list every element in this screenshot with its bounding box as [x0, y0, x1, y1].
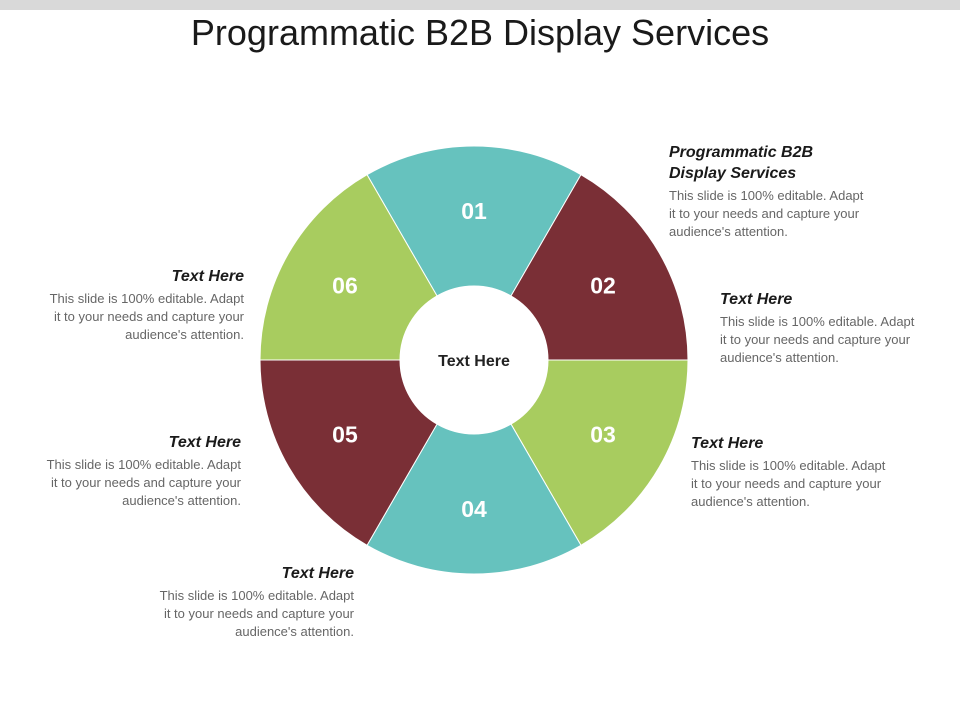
- segment-03: [510, 359, 689, 547]
- callout-01-body-line2: it to your needs and capture your: [669, 206, 860, 221]
- segment-number-03: 03: [590, 422, 616, 448]
- callout-04-body-line2: it to your needs and capture your: [163, 606, 354, 621]
- callout-02-body: This slide is 100% editable. Adapt it to…: [720, 313, 960, 367]
- callout-02-body-line3: audience's attention.: [720, 350, 839, 365]
- callout-05-heading: Text Here: [168, 434, 241, 451]
- page-title: Programmatic B2B Display Services: [190, 12, 770, 53]
- segment-02: [510, 173, 689, 361]
- segment-number-01: 01: [461, 198, 487, 224]
- callout-01-heading: Programmatic B2B Display Services: [669, 142, 919, 184]
- callout-01: Programmatic B2B Display Services This s…: [669, 142, 919, 241]
- callout-05: Text Here This slide is 100% editable. A…: [0, 432, 241, 510]
- callout-02-body-line1: This slide is 100% editable. Adapt: [720, 314, 915, 329]
- segment-number-06: 06: [332, 273, 358, 299]
- segment-number-02: 02: [590, 273, 616, 299]
- segment-05: [259, 359, 438, 547]
- callout-03-body: This slide is 100% editable. Adapt it to…: [691, 457, 941, 511]
- center-hub: [400, 286, 548, 434]
- segment-number-05: 05: [332, 422, 358, 448]
- segment-04: [366, 423, 582, 575]
- segment-01: [366, 145, 582, 297]
- callout-02-body-line2: it to your needs and capture your: [720, 332, 911, 347]
- callout-03: Text Here This slide is 100% editable. A…: [691, 433, 941, 511]
- segment-06: [259, 173, 438, 361]
- callout-01-heading-line1: Programmatic B2B: [669, 144, 814, 161]
- callout-04: Text Here This slide is 100% editable. A…: [104, 563, 354, 641]
- center-label: Text Here: [438, 353, 510, 370]
- callout-04-heading: Text Here: [281, 565, 354, 582]
- callout-02: Text Here This slide is 100% editable. A…: [720, 289, 960, 367]
- callout-03-body-line2: it to your needs and capture your: [691, 476, 882, 491]
- callout-04-body: This slide is 100% editable. Adapt it to…: [104, 587, 354, 641]
- title-bar-strip: [0, 0, 960, 10]
- callout-01-body-line1: This slide is 100% editable. Adapt: [669, 188, 864, 203]
- callout-05-body-line1: This slide is 100% editable. Adapt: [46, 457, 241, 472]
- callout-06-body: This slide is 100% editable. Adapt it to…: [0, 290, 244, 344]
- callout-05-body-line2: it to your needs and capture your: [50, 475, 241, 490]
- callout-03-body-line3: audience's attention.: [691, 494, 810, 509]
- callout-05-body: This slide is 100% editable. Adapt it to…: [0, 456, 241, 510]
- callout-01-body-line3: audience's attention.: [669, 224, 788, 239]
- callout-03-body-line1: This slide is 100% editable. Adapt: [691, 458, 886, 473]
- segment-number-04: 04: [461, 496, 487, 522]
- callout-06-body-line2: it to your needs and capture your: [53, 309, 244, 324]
- callout-06-body-line1: This slide is 100% editable. Adapt: [49, 291, 244, 306]
- callout-03-heading: Text Here: [691, 435, 764, 452]
- callout-04-body-line1: This slide is 100% editable. Adapt: [159, 588, 354, 603]
- callout-05-body-line3: audience's attention.: [122, 493, 241, 508]
- callout-06-body-line3: audience's attention.: [125, 327, 244, 342]
- callout-02-heading: Text Here: [720, 291, 793, 308]
- callout-01-body: This slide is 100% editable. Adapt it to…: [669, 187, 919, 241]
- callout-01-heading-line2: Display Services: [669, 165, 797, 182]
- callout-04-body-line3: audience's attention.: [235, 624, 354, 639]
- callout-06-heading: Text Here: [171, 268, 244, 285]
- callout-06: Text Here This slide is 100% editable. A…: [0, 266, 244, 344]
